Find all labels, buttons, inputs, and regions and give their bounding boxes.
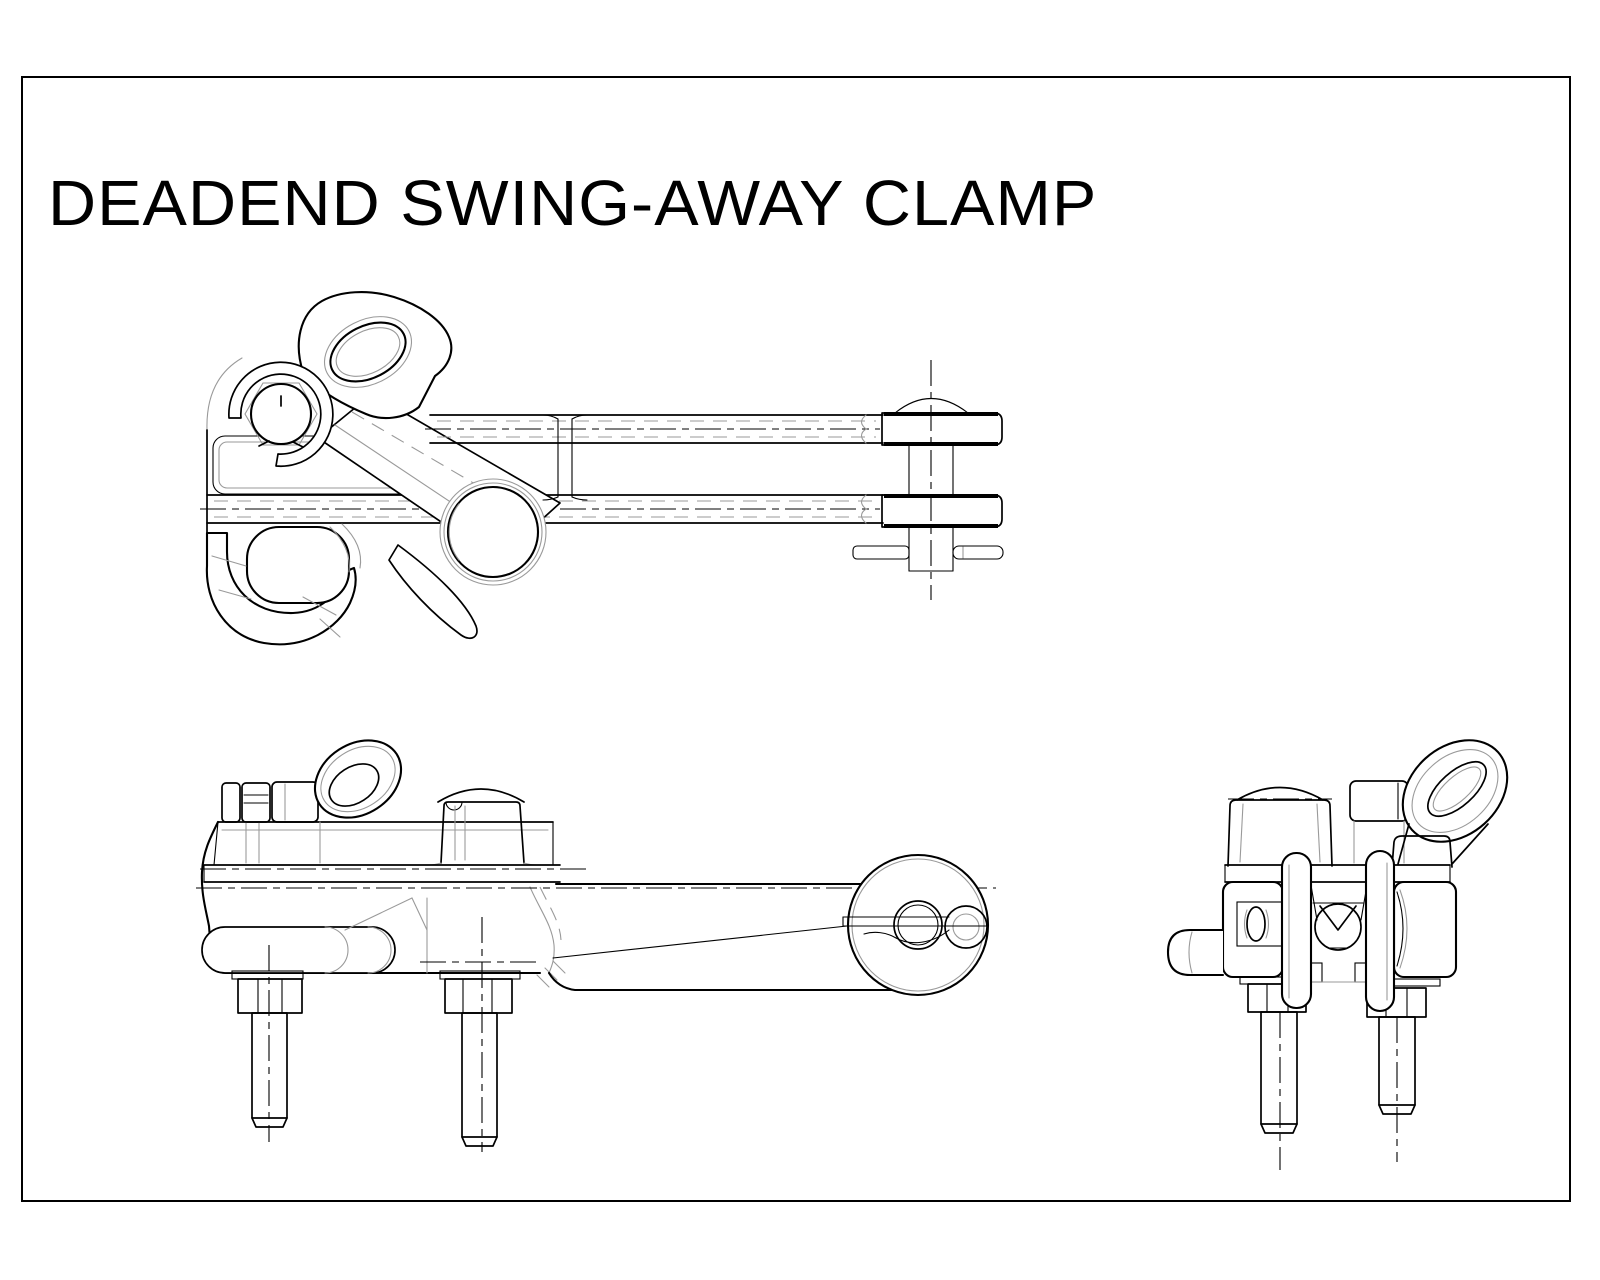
jaw-tip: [388, 544, 478, 639]
hook-contour: [319, 618, 341, 638]
hook-mouth: [245, 525, 351, 605]
panel-oval-slot: [1246, 906, 1266, 942]
side-top-plate: [1224, 864, 1451, 883]
lug-hole: [329, 321, 407, 383]
drawing-border: [21, 76, 1571, 1202]
bolt-mark: [292, 441, 304, 448]
side-view-drawing: [1166, 739, 1509, 1170]
clamp-ring: [439, 478, 547, 586]
eye-base: [1391, 835, 1453, 868]
upper-arm-bar: [425, 414, 884, 444]
hitch-cotter-pin: [842, 905, 988, 949]
bolt-head-circle: [249, 382, 313, 446]
pin-hole: [893, 900, 943, 950]
cotter-pin: [852, 545, 1004, 560]
eye-bolt-ring: [1391, 739, 1509, 868]
keeper-blocks: [221, 781, 319, 823]
bolt-mark: [258, 440, 270, 447]
bar-yoke: [542, 414, 588, 501]
u-bolt-left: [231, 945, 304, 1142]
eye-gusset: [1397, 823, 1410, 865]
eye-hole: [328, 763, 380, 807]
clevis-eye-ring: [846, 853, 990, 997]
u-bolt-stud-right: [461, 1012, 498, 1138]
arm-contour: [351, 411, 541, 523]
drawing-title: DEADEND SWING-AWAY CLAMP: [48, 167, 1098, 239]
u-bolt-leg-right: [1364, 849, 1396, 1013]
eye-gusset: [1451, 823, 1489, 865]
arm-taper-line: [552, 925, 848, 959]
hook-contour: [302, 596, 337, 616]
hook: [205, 531, 357, 646]
hook-latch: [341, 523, 362, 569]
u-bolt-right: [439, 917, 521, 1152]
side-stud-right: [1378, 1016, 1416, 1162]
front-view-drawing: [196, 739, 996, 1152]
side-stud-left: [1260, 1011, 1298, 1170]
bar-grip-serration: [860, 414, 867, 444]
hook-latch: [329, 526, 350, 573]
body-contour: [206, 357, 243, 431]
hook-contour: [211, 555, 247, 567]
bolt-boss: [228, 361, 334, 468]
clevis-top-plate: [881, 412, 1003, 446]
eye-bolt-slot: [1427, 760, 1487, 818]
seat-slot: [201, 926, 396, 974]
conductor-circle: [1314, 903, 1362, 951]
hook-contour: [218, 589, 252, 600]
clevis-pin: [908, 444, 954, 572]
eye-lug: [297, 291, 453, 420]
u-bolt-leg-left: [1280, 851, 1313, 1010]
groove-chevron: [1319, 905, 1357, 931]
body-top-plate: [200, 864, 592, 883]
dome-bolt-head: [428, 788, 537, 866]
hook-tip-side: [1166, 928, 1225, 977]
clevis: [852, 360, 1004, 600]
side-body-left-block: [1221, 880, 1285, 979]
arm-bottom-edge: [547, 971, 902, 992]
conductor-groove: [1307, 867, 1371, 983]
side-dome-bolt: [1227, 786, 1333, 867]
body-gussets: [344, 886, 566, 988]
clevis-bottom-plate: [881, 494, 1003, 528]
top-view-drawing: [200, 291, 1004, 646]
lifting-eye: [313, 739, 403, 819]
bar-grip-serration: [860, 494, 867, 524]
